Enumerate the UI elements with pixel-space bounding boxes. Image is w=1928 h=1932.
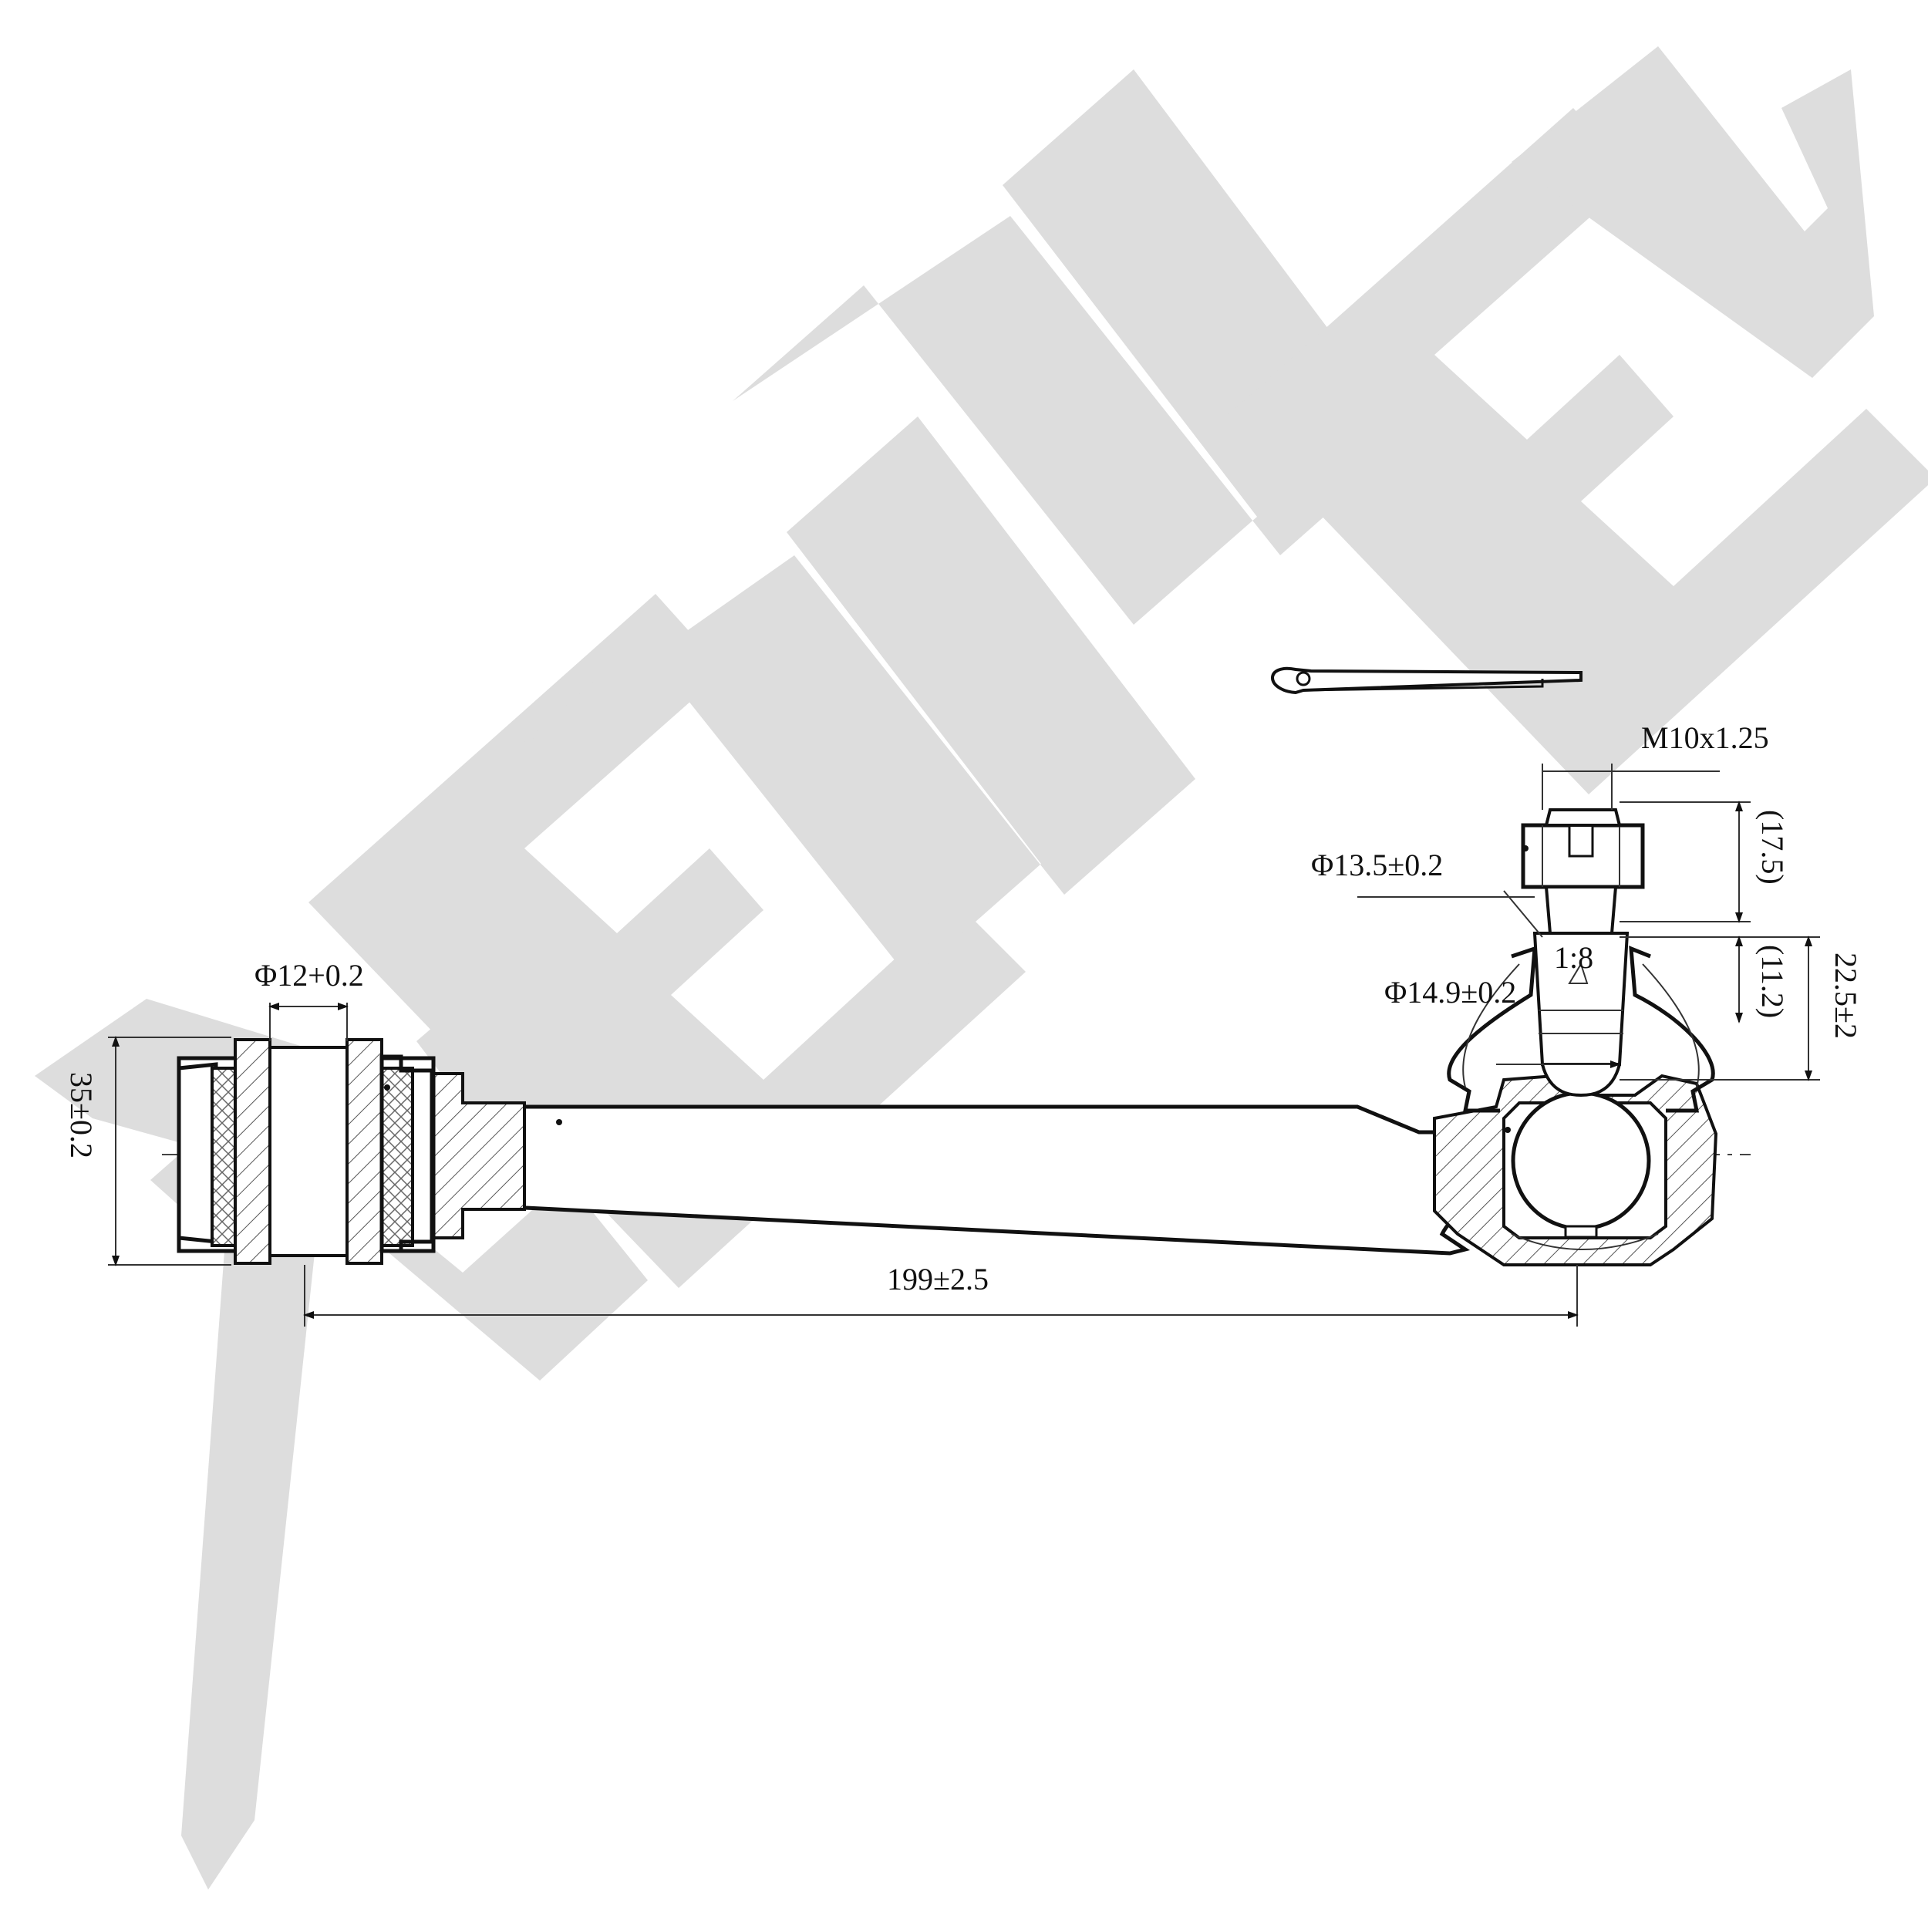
dim-taper-length: (11.2) xyxy=(1755,945,1790,1018)
ball-joint-housing xyxy=(1433,1074,1718,1266)
ball-stud xyxy=(1521,808,1645,1097)
dim-overall-length: 199±2.5 xyxy=(887,1262,989,1296)
dim-stud-dia-lower: Φ14.9±0.2 xyxy=(1384,975,1516,1010)
ball-stud-ball xyxy=(1511,1091,1651,1231)
dim-bushing-height: 35±0.2 xyxy=(64,1072,99,1158)
bushing-eye xyxy=(177,1038,436,1265)
dim-stud-height: 22.5±2 xyxy=(1829,953,1863,1039)
cotter-pin xyxy=(1271,666,1583,695)
dim-taper: 1:8 xyxy=(1554,940,1593,975)
rod-left-section xyxy=(430,1072,526,1239)
dim-thread: M10x1.25 xyxy=(1641,720,1769,755)
dimension-lines xyxy=(108,764,1820,1327)
dim-thread-length: (17.5) xyxy=(1755,810,1790,885)
dim-bushing-bore: Φ12+0.2 xyxy=(254,958,364,993)
dim-stud-dia-upper: Φ13.5±0.2 xyxy=(1311,848,1443,882)
